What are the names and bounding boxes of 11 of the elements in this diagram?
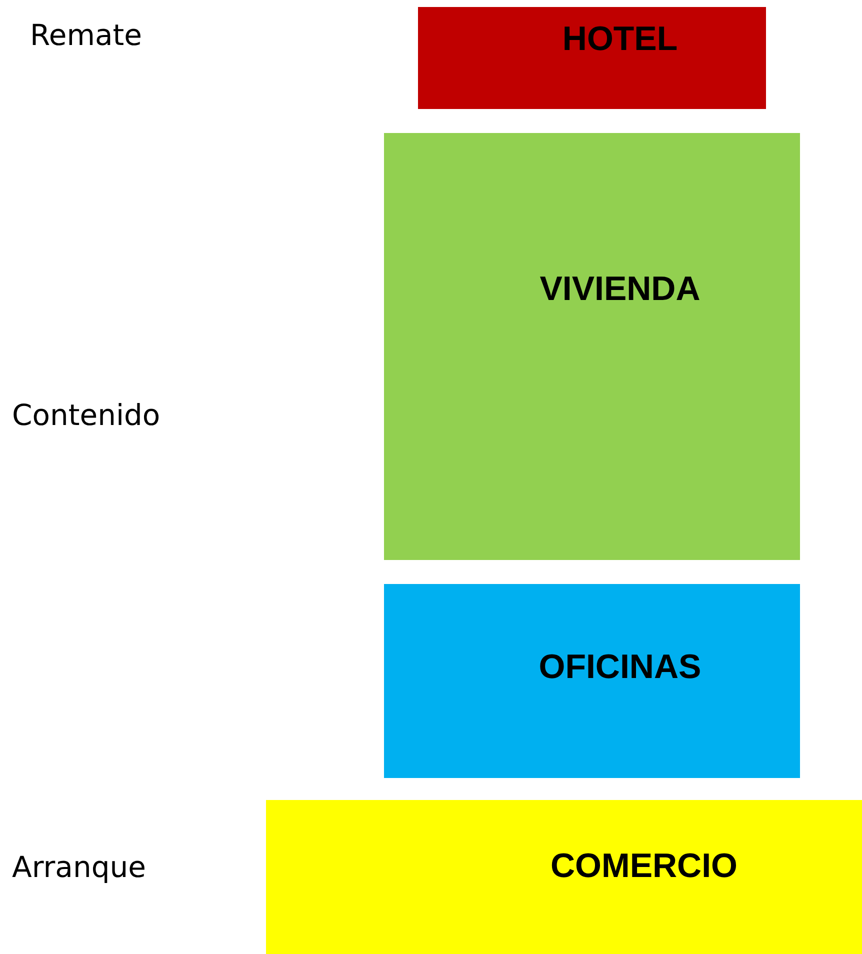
floor-block [418, 7, 766, 109]
floor-block [266, 800, 862, 954]
block-label: COMERCIO [550, 846, 738, 886]
level-label: Arranque [12, 849, 146, 885]
floor-block [384, 584, 800, 778]
level-label: Contenido [12, 397, 160, 433]
block-label: OFICINAS [538, 647, 702, 687]
floor-block [384, 133, 800, 560]
block-label: HOTEL [562, 19, 678, 59]
block-label: VIVIENDA [540, 269, 700, 309]
level-label: Remate [30, 17, 142, 53]
